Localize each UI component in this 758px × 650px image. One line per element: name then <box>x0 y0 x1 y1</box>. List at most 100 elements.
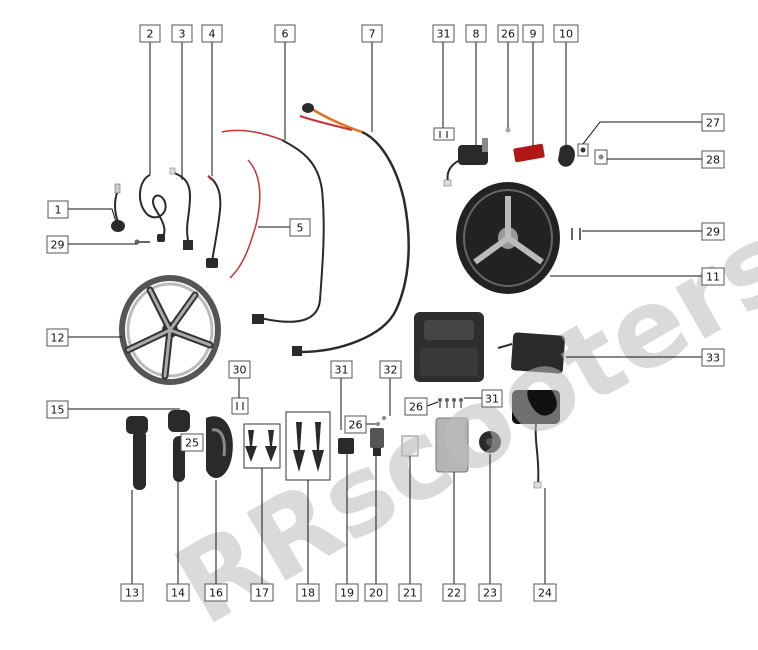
callout-16: 16 <box>204 583 228 602</box>
svg-text:9: 9 <box>530 28 537 41</box>
svg-text:5: 5 <box>297 222 304 235</box>
svg-text:17: 17 <box>255 587 269 600</box>
callout-11: 11 <box>701 267 725 286</box>
parts-layer <box>111 103 608 490</box>
callout-20: 20 <box>364 583 388 602</box>
callout-10: 10 <box>553 24 579 43</box>
callout-17: 17 <box>250 583 274 602</box>
part-9-reflector <box>513 143 545 163</box>
part-7-harness <box>292 103 410 356</box>
part-30-bolts <box>231 397 249 415</box>
part-17-turn-signals <box>245 430 277 462</box>
svg-text:29: 29 <box>51 239 65 252</box>
svg-text:26: 26 <box>409 401 423 414</box>
part-6-cable <box>252 139 325 324</box>
svg-text:31: 31 <box>485 393 499 406</box>
part-24-display <box>512 390 560 489</box>
svg-text:11: 11 <box>706 271 720 284</box>
part-16-headlight <box>206 416 233 479</box>
svg-text:31: 31 <box>437 28 451 41</box>
part-23-horn <box>479 431 501 453</box>
svg-text:33: 33 <box>706 352 720 365</box>
svg-text:8: 8 <box>473 28 480 41</box>
svg-text:2: 2 <box>147 28 154 41</box>
callout-29-right: 29 <box>701 222 725 241</box>
callout-3: 3 <box>171 24 193 43</box>
part-4-cable <box>206 175 222 268</box>
part-5-red-wire <box>221 129 283 279</box>
callout-31-mid: 31 <box>330 360 353 379</box>
svg-text:25: 25 <box>185 437 199 450</box>
callout-labels: 1 2 3 4 5 6 7 8 9 10 11 12 13 14 15 16 1… <box>46 24 725 602</box>
part-31-screws <box>433 127 455 141</box>
svg-text:7: 7 <box>369 28 376 41</box>
callout-12: 12 <box>46 328 69 347</box>
callout-33: 33 <box>701 348 725 367</box>
callout-26-top: 26 <box>497 24 519 43</box>
callout-6: 6 <box>274 24 296 43</box>
svg-text:27: 27 <box>706 117 720 130</box>
part-battery-pack <box>414 312 484 382</box>
svg-text:28: 28 <box>706 154 720 167</box>
callout-18: 18 <box>296 583 320 602</box>
callout-15: 15 <box>46 400 69 419</box>
callout-24: 24 <box>533 583 557 602</box>
callout-5: 5 <box>289 218 311 237</box>
callout-21: 21 <box>398 583 422 602</box>
part-27-bulb <box>577 143 589 157</box>
svg-text:26: 26 <box>349 419 363 432</box>
part-22-controller <box>435 417 469 473</box>
part-2-cable <box>139 174 167 242</box>
svg-text:10: 10 <box>559 28 573 41</box>
callout-29-left: 29 <box>46 235 69 254</box>
callout-31-right: 31 <box>481 389 503 408</box>
svg-text:6: 6 <box>282 28 289 41</box>
svg-text:30: 30 <box>233 364 247 377</box>
svg-text:3: 3 <box>179 28 186 41</box>
svg-text:32: 32 <box>384 364 398 377</box>
part-15-switch <box>168 410 190 432</box>
part-28-bracket <box>594 149 608 165</box>
svg-text:15: 15 <box>51 404 65 417</box>
part-29-bolts <box>134 228 581 245</box>
svg-text:22: 22 <box>447 587 461 600</box>
part-20-flasher <box>370 428 384 456</box>
svg-text:16: 16 <box>209 587 223 600</box>
callout-7: 7 <box>361 24 383 43</box>
svg-text:13: 13 <box>125 587 139 600</box>
part-13-throttle-grip <box>126 416 148 490</box>
callout-27: 27 <box>701 113 725 132</box>
svg-text:31: 31 <box>335 364 349 377</box>
callout-4: 4 <box>201 24 223 43</box>
svg-text:14: 14 <box>171 587 185 600</box>
callout-8: 8 <box>465 24 487 43</box>
part-8-ignition <box>443 138 488 187</box>
part-18-turn-signals <box>293 422 324 472</box>
callout-28: 28 <box>701 150 725 169</box>
callout-26-mid: 26 <box>404 397 428 416</box>
svg-text:19: 19 <box>340 587 354 600</box>
callout-25: 25 <box>180 433 204 452</box>
callout-13: 13 <box>120 583 144 602</box>
part-19-relay <box>338 438 354 454</box>
callout-30: 30 <box>228 360 251 379</box>
callout-2: 2 <box>139 24 161 43</box>
callout-1: 1 <box>47 200 69 219</box>
svg-text:21: 21 <box>403 587 417 600</box>
callout-9: 9 <box>522 24 544 43</box>
callout-22: 22 <box>442 583 466 602</box>
part-33-charger <box>497 332 565 374</box>
callout-14: 14 <box>166 583 190 602</box>
svg-text:1: 1 <box>55 204 62 217</box>
svg-text:24: 24 <box>538 587 552 600</box>
part-3-cable <box>169 167 193 250</box>
svg-text:12: 12 <box>51 332 65 345</box>
leader-lines <box>68 42 702 584</box>
part-12-wheel-rim <box>119 275 221 385</box>
svg-text:4: 4 <box>209 28 216 41</box>
svg-text:26: 26 <box>501 28 515 41</box>
svg-text:20: 20 <box>369 587 383 600</box>
callout-31-top: 31 <box>432 24 455 43</box>
svg-text:18: 18 <box>301 587 315 600</box>
